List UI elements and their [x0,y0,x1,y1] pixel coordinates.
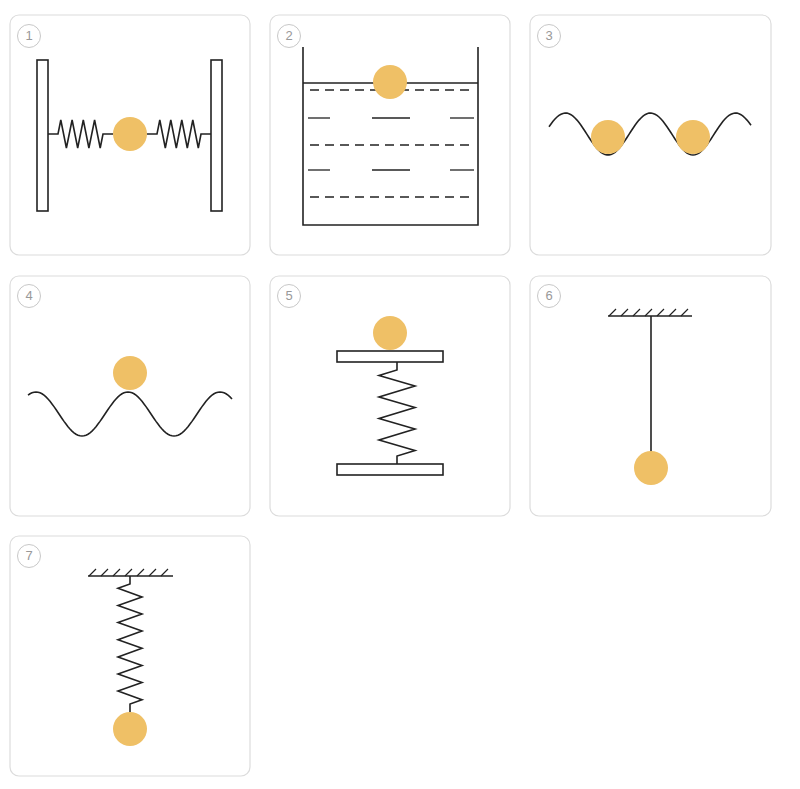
ceiling-hatch [89,569,168,576]
plate [337,464,443,475]
spring [147,120,211,148]
wall-plate [211,60,222,211]
ball [113,65,710,746]
callout-number: 1 [17,24,41,48]
spring [48,120,113,148]
string [650,316,652,452]
callout-number: 2 [277,24,301,48]
spring [118,576,142,712]
callout-number: 6 [537,284,561,308]
panel-frames [10,15,771,776]
callout-number: 5 [277,284,301,308]
callout-number: 7 [17,544,41,568]
ceiling-hatch [609,309,688,316]
callout-number: 3 [537,24,561,48]
callout-number: 4 [17,284,41,308]
wave-surface [549,113,751,155]
spring [379,362,415,464]
wall-plate [37,60,48,211]
wave-surface [28,392,232,436]
water-lines [308,90,474,197]
container [303,47,478,225]
plate [337,351,443,362]
ceiling [608,315,692,317]
